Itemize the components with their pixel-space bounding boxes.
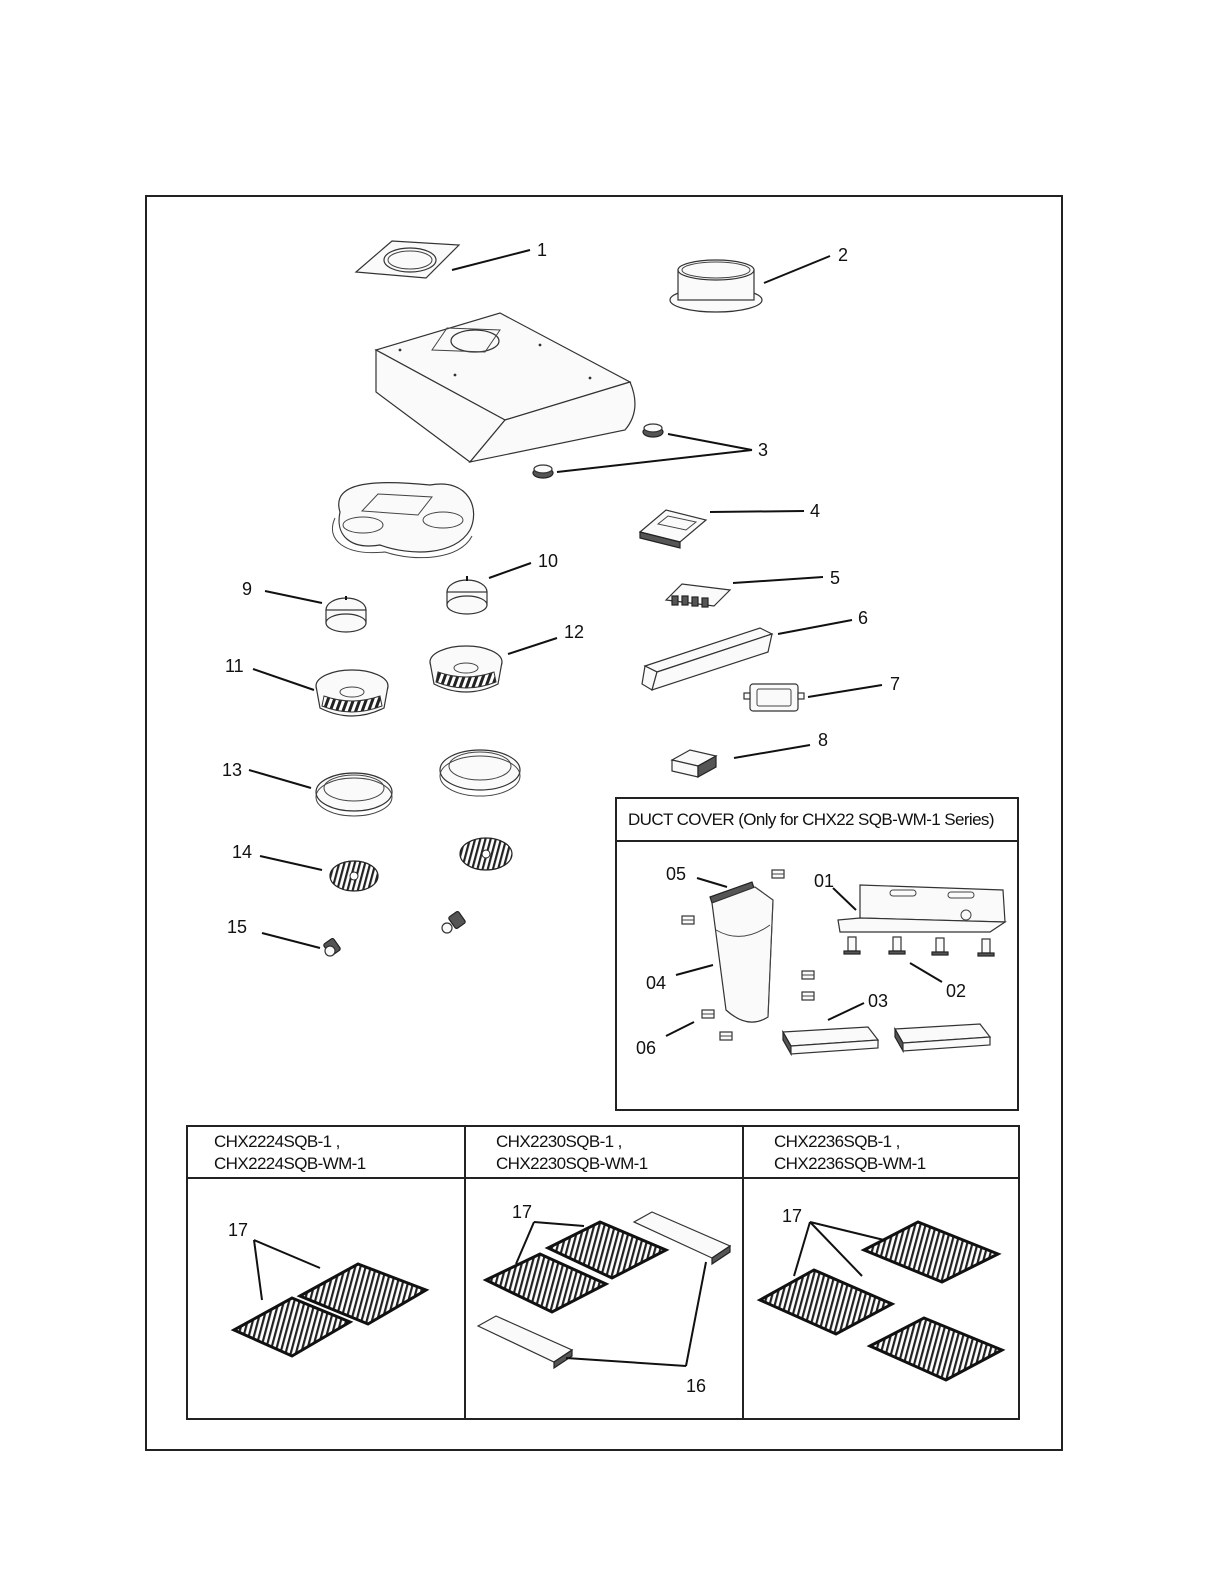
callout-1: 1: [537, 240, 547, 260]
callout-2: 2: [838, 245, 848, 265]
part-7-light-housing: [744, 684, 804, 711]
part-10-motor: [447, 576, 487, 614]
ring-second: [440, 750, 520, 796]
grill-second: [460, 838, 512, 870]
duct-cover-part-03-brackets: [783, 1024, 990, 1054]
callout-9: 9: [242, 579, 252, 599]
model-col3-line1: CHX2236SQB-1 ,: [774, 1132, 900, 1151]
duct-cover-part-01-bracket: [838, 885, 1005, 932]
callout-3: 3: [758, 440, 768, 460]
duct-cover-box: [616, 798, 1018, 1110]
duct-callout-05: 05: [666, 864, 686, 884]
callout-14: 14: [232, 842, 252, 862]
part-12-blower-wheel: [430, 646, 502, 692]
model-col2-line1: CHX2230SQB-1 ,: [496, 1132, 622, 1151]
callout-4: 4: [810, 501, 820, 521]
duct-callout-02: 02: [946, 981, 966, 1001]
duct-callout-01: 01: [814, 871, 834, 891]
col2-filters: [478, 1212, 730, 1368]
part-8-control-box: [672, 750, 716, 777]
part-4-switch-housing: [640, 510, 706, 548]
col3-callout-17: 17: [782, 1206, 802, 1226]
part-5-switch-block: [666, 584, 730, 607]
callout-6: 6: [858, 608, 868, 628]
callout-15: 15: [227, 917, 247, 937]
duct-callout-03: 03: [868, 991, 888, 1011]
model-col1-line1: CHX2224SQB-1 ,: [214, 1132, 340, 1151]
model-col1-line2: CHX2224SQB-WM-1: [214, 1154, 366, 1173]
callout-7: 7: [890, 674, 900, 694]
duct-callout-04: 04: [646, 973, 666, 993]
part-9-motor: [326, 596, 366, 632]
part-13-ring: [316, 773, 392, 816]
part-11-blower-wheel: [316, 670, 388, 716]
col3-filters: [760, 1222, 1002, 1380]
model-col3-line2: CHX2236SQB-WM-1: [774, 1154, 926, 1173]
col2-callout-17: 17: [512, 1202, 532, 1222]
callout-12: 12: [564, 622, 584, 642]
callout-5: 5: [830, 568, 840, 588]
callout-8: 8: [818, 730, 828, 750]
duct-cover-part-04-cover: [712, 887, 773, 1022]
col1-callout-17: 17: [228, 1220, 248, 1240]
range-hood-body: [376, 313, 635, 462]
col2-callout-16: 16: [686, 1376, 706, 1396]
knob-second: [442, 911, 466, 933]
blower-housing-plate: [332, 483, 473, 558]
part-2-duct-collar: [670, 260, 762, 312]
part-6-panel-strip: [642, 628, 772, 690]
part-15-knob: [323, 938, 341, 956]
model-col2-line2: CHX2230SQB-WM-1: [496, 1154, 648, 1173]
callout-10: 10: [538, 551, 558, 571]
callout-13: 13: [222, 760, 242, 780]
col1-filters: [234, 1264, 426, 1356]
duct-callout-06: 06: [636, 1038, 656, 1058]
duct-cover-part-02-screws: [844, 937, 994, 956]
part-1-duct-plate: [356, 241, 459, 278]
callout-11: 11: [225, 656, 244, 676]
duct-cover-title: DUCT COVER (Only for CHX22 SQB-WM-1 Seri…: [628, 810, 994, 829]
part-14-grill: [330, 861, 378, 891]
